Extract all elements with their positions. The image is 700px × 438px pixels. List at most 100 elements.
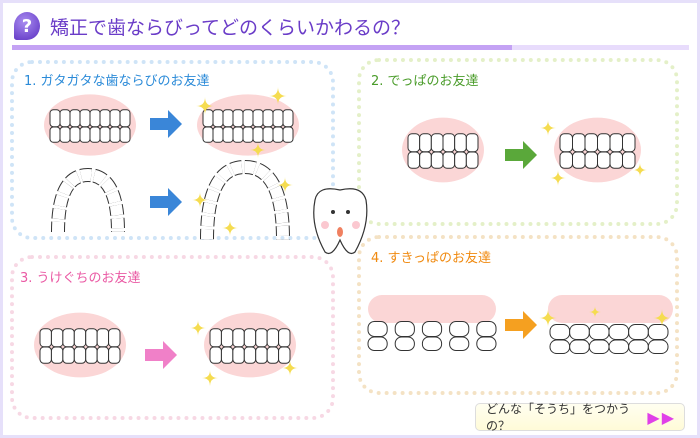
gum (368, 295, 496, 323)
tooth (272, 109, 284, 128)
sparkle-icon (653, 309, 671, 327)
tooth (69, 126, 81, 143)
tooth (272, 126, 284, 143)
tooth (419, 133, 432, 153)
tooth (39, 328, 52, 348)
tooth (394, 336, 415, 351)
tooth (407, 151, 421, 169)
tooth (222, 126, 234, 143)
tooth (609, 133, 623, 153)
mascot-cheek (352, 221, 360, 229)
tooth (232, 346, 245, 364)
tooth (222, 109, 234, 128)
tooth (220, 346, 234, 364)
tooth (220, 328, 234, 348)
tooth (266, 328, 280, 348)
section-heading: 2. でっぱのお友達 (371, 74, 479, 89)
tooth (89, 126, 101, 143)
section-heading: 1. ガタガタな歯ならびのお友達 (24, 74, 210, 89)
tooth (569, 339, 590, 354)
tooth (202, 126, 214, 143)
tooth (79, 126, 91, 143)
tooth (442, 151, 456, 169)
tooth (209, 346, 222, 364)
tooth (430, 151, 444, 169)
right-arrow-icon (150, 188, 182, 216)
button-label: どんな「そうち」をつかうの？ (486, 402, 631, 433)
tooth (59, 126, 71, 143)
tooth (278, 328, 291, 348)
tooth (73, 328, 87, 348)
tooth (476, 321, 497, 337)
tooth (79, 109, 91, 128)
sparkle-icon (192, 192, 208, 208)
question-icon: ? (14, 12, 40, 40)
tooth (367, 321, 388, 337)
right-arrow-icon (150, 110, 182, 138)
dental-arch (201, 160, 289, 240)
tooth (49, 126, 61, 143)
tooth (622, 133, 636, 153)
tooth (119, 126, 131, 143)
tooth (202, 109, 214, 128)
tooth (608, 339, 630, 354)
tooth (252, 126, 264, 143)
tooth (99, 109, 111, 128)
tooth (49, 109, 61, 128)
tooth (96, 328, 110, 348)
tooth (69, 109, 81, 128)
tooth (62, 346, 75, 364)
tooth (212, 109, 224, 128)
tooth (549, 339, 571, 354)
tooth (465, 133, 479, 153)
mascot-mouth (337, 227, 343, 237)
tooth (278, 346, 291, 364)
tooth (549, 324, 571, 340)
dental-arch (52, 168, 124, 233)
tooth (584, 151, 598, 169)
tooth (442, 133, 456, 153)
mascot-eye (331, 210, 335, 214)
sparkle-icon (633, 163, 647, 177)
tooth (622, 151, 636, 169)
tooth (266, 346, 280, 364)
tooth (108, 328, 121, 348)
tooth (242, 109, 254, 128)
tooth (232, 328, 245, 348)
tooth (597, 133, 611, 153)
page-title: 矯正で歯ならびってどのくらいかわるの？ (50, 16, 411, 39)
tooth (282, 126, 294, 143)
appliance-link-button[interactable]: どんな「そうち」をつかうの？ ▶▶ (475, 402, 685, 433)
title-underline-light (512, 45, 689, 50)
tooth (99, 126, 111, 143)
tooth (255, 328, 268, 348)
section-heading: 3. うけぐちのお友達 (20, 271, 141, 286)
tooth (407, 133, 421, 153)
tooth (430, 133, 444, 153)
tooth (465, 151, 479, 169)
play-arrows-icon: ▶▶ (647, 407, 676, 427)
tooth (59, 109, 71, 128)
tooth (73, 346, 87, 364)
tooth (243, 328, 257, 348)
tooth (243, 346, 257, 364)
tooth (109, 109, 121, 128)
right-arrow-icon (145, 341, 177, 369)
sparkle-icon (196, 97, 214, 115)
tooth (85, 346, 98, 364)
tooth (50, 346, 64, 364)
section-heading: 4. すきっぱのお友達 (371, 251, 492, 266)
tooth (628, 324, 649, 340)
tooth (572, 133, 586, 153)
page-header: ? 矯正で歯ならびってどのくらいかわるの？ (14, 12, 410, 40)
sparkle-icon (540, 120, 556, 136)
tooth (584, 133, 598, 153)
tooth (212, 126, 224, 143)
tooth (419, 151, 432, 169)
tooth (96, 346, 110, 364)
tooth (62, 328, 75, 348)
tooth (572, 151, 586, 169)
section-gap-teeth: 4. すきっぱのお友達 (357, 235, 679, 395)
sparkle-icon (589, 306, 601, 318)
tooth (609, 151, 623, 169)
